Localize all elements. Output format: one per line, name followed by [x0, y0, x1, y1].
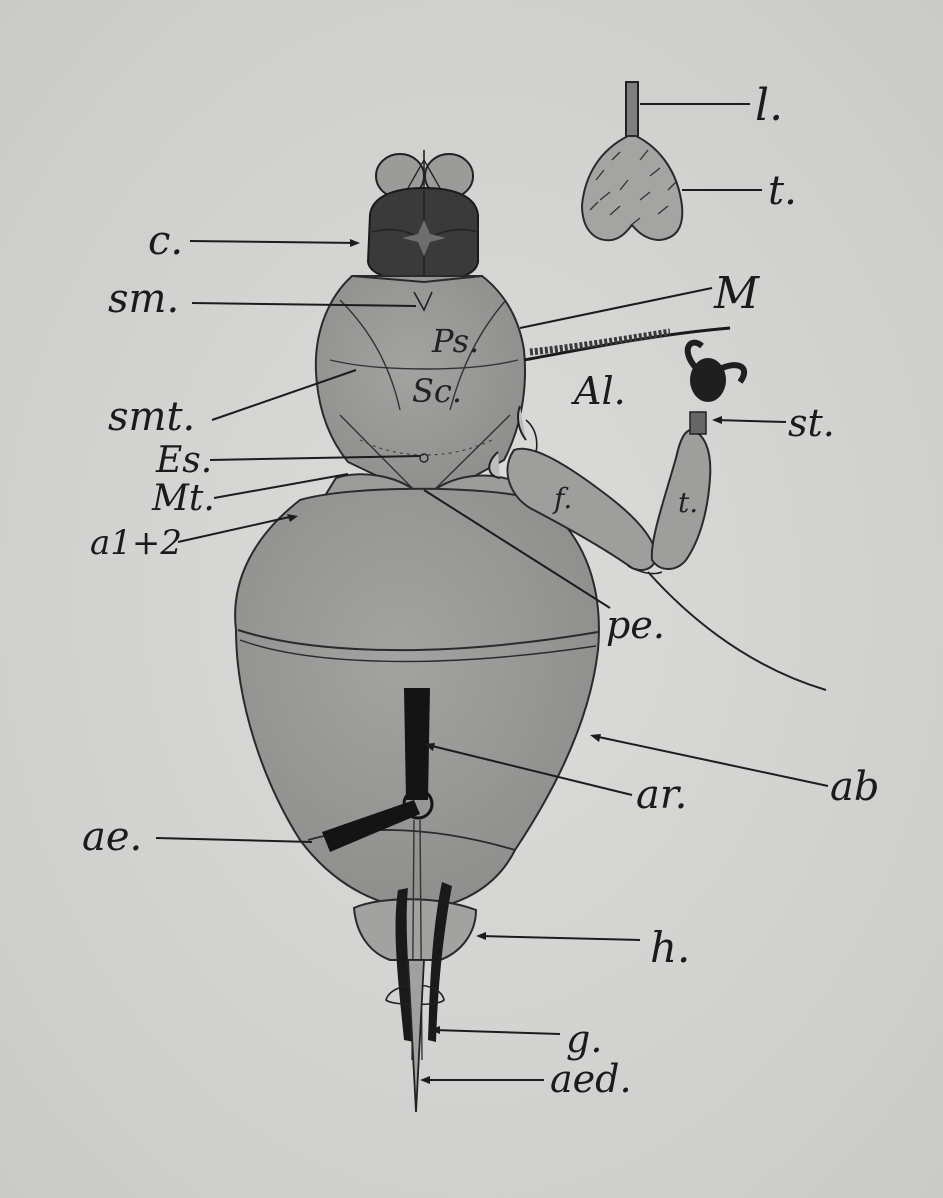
label-aed: aed.: [550, 1057, 632, 1101]
label-smt: smt.: [108, 394, 195, 440]
label-Mt: Mt.: [151, 478, 215, 519]
label-Sc: Sc.: [412, 372, 462, 410]
label-st: st.: [788, 401, 835, 445]
label-f: f.: [552, 482, 572, 515]
label-c: c.: [148, 218, 183, 264]
label-ar: ar.: [636, 772, 687, 818]
label-t-top: t.: [768, 168, 797, 214]
label-ae: ae.: [82, 814, 142, 860]
label-Es: Es.: [155, 440, 212, 481]
label-M: M: [713, 268, 760, 319]
label-Ps: Ps.: [431, 322, 479, 360]
label-g: g.: [566, 1017, 602, 1061]
label-ab: ab: [830, 764, 879, 810]
label-l: l.: [755, 80, 783, 131]
label-pe: pe.: [606, 603, 665, 647]
label-t-leg: t.: [678, 486, 698, 519]
label-Al: Al.: [571, 369, 626, 413]
label-h: h.: [650, 923, 690, 972]
ligula-stalk: [626, 82, 638, 138]
head: [368, 150, 478, 280]
label-a12: a1+2: [90, 523, 182, 563]
label-sm: sm.: [108, 276, 179, 322]
